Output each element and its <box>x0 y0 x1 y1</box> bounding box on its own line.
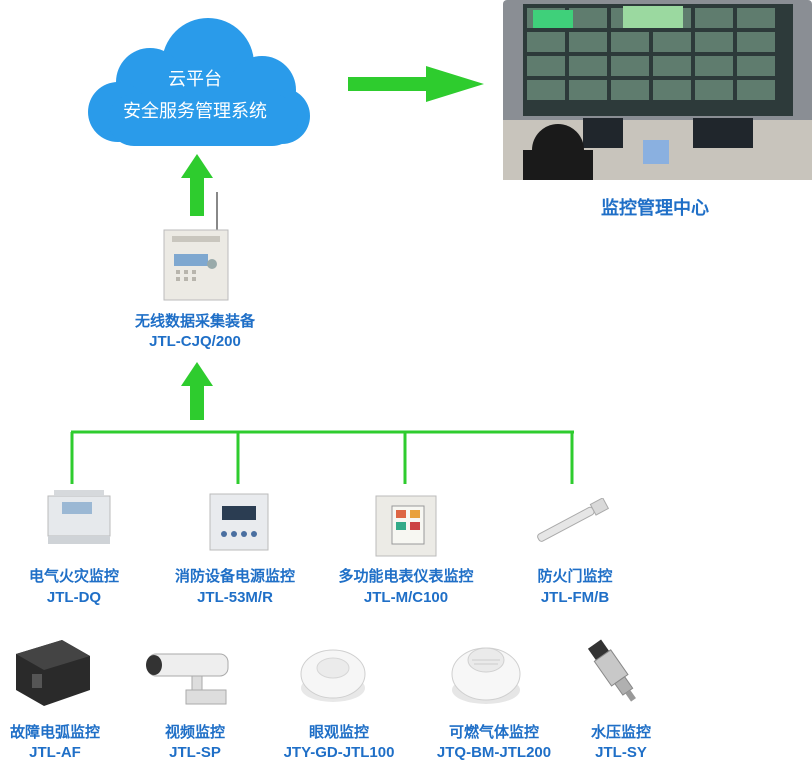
device-name-multifunction-meter: 多功能电表仪表监控 <box>338 568 474 585</box>
device-name-gas: 可燃气体监控 <box>448 724 539 741</box>
device-model-fire-power: JTL-53M/R <box>197 589 273 606</box>
device-model-electrical-fire: JTL-DQ <box>46 589 102 606</box>
arrow-right-icon <box>348 66 484 102</box>
monitor-center-photo <box>503 0 812 180</box>
device-name-video: 视频监控 <box>164 724 225 741</box>
collector-model: JTL-CJQ/200 <box>149 333 241 350</box>
water-pressure-sensor-image <box>587 639 636 702</box>
connector-lines <box>70 430 574 484</box>
device-model-water-pressure: JTL-SY <box>595 744 647 761</box>
collector-name: 无线数据采集装备 <box>134 313 255 330</box>
device-model-gas: JTQ-BM-JTL200 <box>436 744 552 761</box>
device-model-arc-fault: JTL-AF <box>29 744 81 761</box>
device-model-multifunction-meter: JTL-M/C100 <box>363 589 449 606</box>
fire-door-monitor-image <box>537 498 610 542</box>
gas-detector-image <box>451 647 521 704</box>
device-name-fire-door: 防火门监控 <box>537 568 613 585</box>
cloud-subtitle: 安全服务管理系统 <box>123 101 267 121</box>
video-camera-image <box>146 653 229 705</box>
device-model-video: JTL-SP <box>169 744 221 761</box>
multifunction-meter-image <box>375 495 437 557</box>
fire-power-monitor-image <box>209 493 269 551</box>
device-name-electrical-fire: 电气火灾监控 <box>28 568 119 585</box>
device-name-water-pressure: 水压监控 <box>590 724 651 741</box>
collector-device-image <box>163 192 229 301</box>
device-model-fire-door: JTL-FM/B <box>540 589 610 606</box>
device-model-smoke: JTY-GD-JTL100 <box>283 744 395 761</box>
arrow-up-icon <box>181 154 213 216</box>
monitor-center-title: 监控管理中心 <box>601 198 709 218</box>
device-name-smoke: 眼观监控 <box>308 724 369 741</box>
device-name-fire-power: 消防设备电源监控 <box>174 568 295 585</box>
arrow-up-icon <box>181 362 213 420</box>
cloud-title: 云平台 <box>168 69 222 89</box>
arc-fault-monitor-image <box>16 640 90 706</box>
device-name-arc-fault: 故障电弧监控 <box>9 724 100 741</box>
cloud-shape <box>88 18 310 146</box>
electrical-fire-monitor-image <box>47 490 111 544</box>
smoke-detector-image <box>300 649 366 702</box>
